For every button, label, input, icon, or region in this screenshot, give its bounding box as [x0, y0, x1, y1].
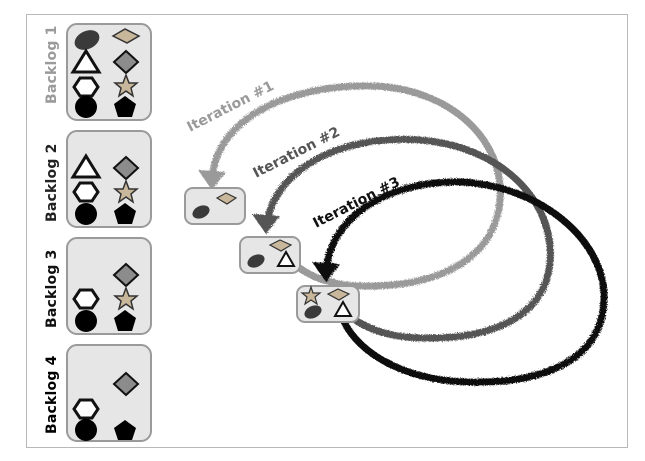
diamond-shape [326, 288, 351, 301]
pentagon-shape [114, 420, 136, 440]
star-shape [112, 178, 140, 204]
circle-shape [75, 310, 97, 332]
backlog-label-2: Backlog 2 [44, 143, 60, 222]
backlog-card-3 [66, 237, 152, 335]
iteration-label-3: Iteration #3 [311, 174, 403, 231]
diamond-shape [268, 239, 293, 252]
star-shape [112, 285, 140, 311]
diamond-shape [215, 192, 238, 205]
ellipse-shape [192, 205, 210, 219]
backlog-label-1: Backlog 1 [44, 25, 60, 104]
backlog-card-4 [66, 344, 152, 442]
arrowhead-1 [198, 170, 226, 190]
triangle-shape [333, 299, 353, 317]
circle-shape [75, 419, 97, 441]
triangle-shape [70, 48, 102, 74]
backlog-card-1 [66, 23, 152, 121]
triangle-shape [70, 153, 102, 179]
ellipse-shape [304, 305, 322, 319]
pentagon-shape [114, 96, 136, 117]
circle-shape [75, 203, 97, 225]
pentagon-shape [114, 310, 136, 331]
iteration-result-card-3 [296, 285, 360, 323]
arrowhead-2 [252, 214, 280, 234]
pentagon-shape [114, 203, 136, 224]
circle-shape [75, 96, 97, 118]
backlog-label-4: Backlog 4 [44, 355, 60, 434]
hexagon-shape [72, 76, 100, 98]
arrowhead-3 [312, 262, 340, 282]
iteration-result-card-2 [239, 236, 301, 274]
backlog-card-2 [66, 130, 152, 228]
star-shape [300, 285, 322, 306]
iteration-loop-3 [322, 178, 608, 386]
iteration-loop-2 [262, 135, 554, 342]
hexagon-shape [72, 288, 100, 310]
diamond-shape [111, 28, 141, 44]
iteration-loop-1 [208, 82, 504, 290]
triangle-shape [276, 249, 296, 267]
iteration-result-card-1 [184, 187, 246, 225]
ellipse-shape [247, 254, 265, 268]
hexagon-shape [72, 181, 100, 203]
ellipse-shape [74, 30, 100, 50]
hexagon-shape [72, 398, 100, 420]
star-shape [112, 72, 140, 98]
backlog-label-3: Backlog 3 [44, 249, 60, 328]
diamond-shape [112, 371, 140, 397]
